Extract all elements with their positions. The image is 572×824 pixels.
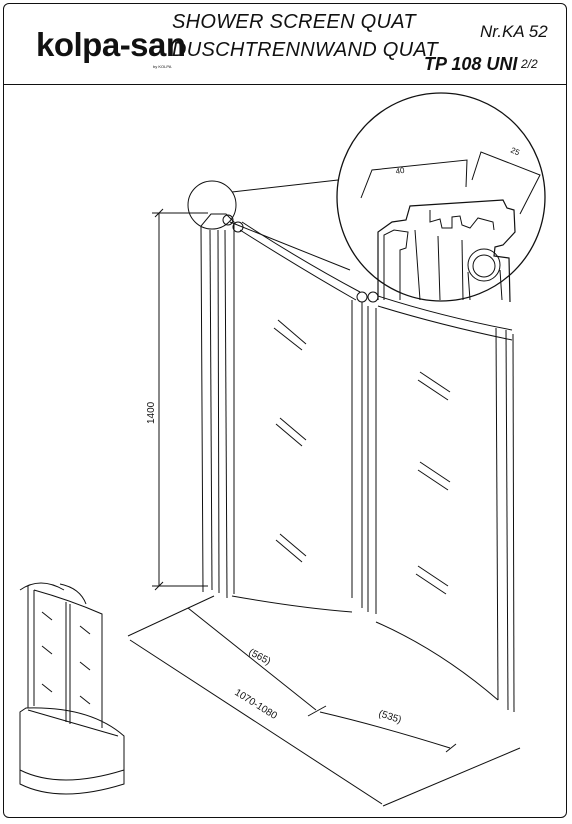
brand-logo-sub: by KOLPA <box>153 64 172 69</box>
detail-width-1-label: 40 <box>395 166 406 176</box>
bath-thumbnail <box>19 582 125 795</box>
detail-width-2-label: 25 <box>509 146 521 158</box>
model-code: TP 108 UNI <box>424 54 518 74</box>
document-number: Nr.KA 52 <box>480 22 548 41</box>
brand-logo: kolpa-san <box>36 26 186 63</box>
drawing-frame <box>3 3 567 818</box>
height-dimension <box>152 208 208 591</box>
product-title-german: DUSCHTRENNWAND QUAT <box>172 39 439 61</box>
shower-screen <box>200 213 515 713</box>
width-dimensions <box>127 595 521 807</box>
height-label: 1400 <box>146 401 157 424</box>
second-panel-label: (535) <box>377 708 403 726</box>
product-title-english: SHOWER SCREEN QUAT <box>172 11 416 33</box>
title-block <box>3 3 567 85</box>
detail-callout <box>187 92 546 303</box>
sheet-number: 2/2 <box>521 57 538 71</box>
total-width-label: 1070-1080 <box>232 687 279 722</box>
